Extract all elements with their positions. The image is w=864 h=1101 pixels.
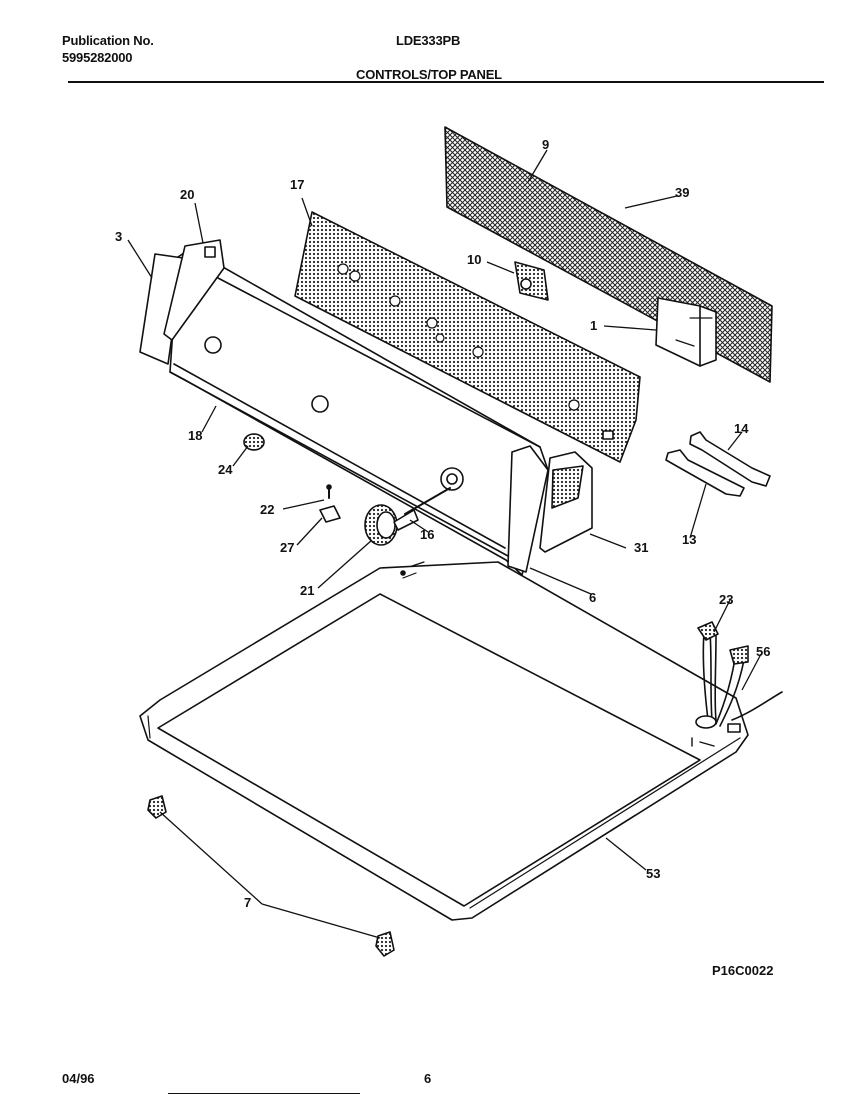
callout-31: 31 (634, 540, 649, 555)
callout-9: 9 (542, 137, 550, 152)
callout-7: 7 (244, 895, 252, 910)
callout-56: 56 (756, 644, 771, 659)
callout-18: 18 (188, 428, 203, 443)
publication-number: 5995282000 (62, 50, 133, 65)
callout-21: 21 (300, 583, 315, 598)
wire-connector-14 (689, 431, 771, 487)
switch-block (514, 261, 549, 301)
control-panel-backing (294, 211, 641, 463)
callout-3: 3 (115, 229, 123, 244)
callout-27: 27 (280, 540, 295, 555)
callout-39: 39 (675, 185, 690, 200)
right-end-cap (507, 445, 549, 573)
footer-date: 04/96 (62, 1071, 95, 1086)
figure-code: P16C0022 (712, 963, 774, 978)
callout-13: 13 (682, 532, 697, 547)
callout-1: 1 (590, 318, 598, 333)
header-rule (68, 81, 824, 83)
callout-53: 53 (646, 866, 661, 881)
callout-10: 10 (467, 252, 482, 267)
model-number: LDE333PB (396, 33, 461, 48)
publication-label: Publication No. (62, 33, 154, 48)
shaft (404, 487, 451, 515)
section-title: CONTROLS/TOP PANEL (356, 67, 502, 82)
callout-16: 16 (420, 527, 435, 542)
callout-6: 6 (589, 590, 597, 605)
callout-23: 23 (719, 592, 734, 607)
callout-22: 22 (260, 502, 275, 517)
timer-box (655, 297, 717, 367)
callout-17: 17 (290, 177, 305, 192)
small-knob (243, 433, 265, 451)
callout-24: 24 (218, 462, 233, 477)
page-number: 6 (424, 1071, 432, 1086)
wire-connector-13 (665, 449, 745, 497)
callout-20: 20 (180, 187, 195, 202)
leader-lines (127, 149, 762, 939)
foot-clip-right (375, 931, 395, 957)
mounting-clip (319, 505, 341, 523)
callout-14: 14 (734, 421, 749, 436)
left-end-cap (139, 253, 184, 365)
footer-rule (168, 1093, 360, 1094)
